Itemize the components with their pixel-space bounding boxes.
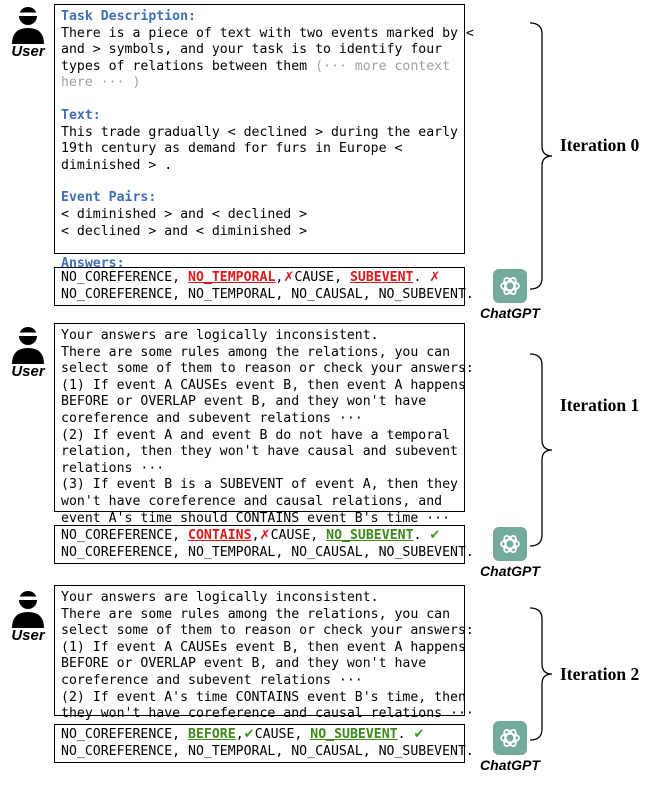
feedback-line: (1) If event A CAUSEs event B, then even… [61, 377, 466, 393]
chatgpt-label: ChatGPT [480, 563, 540, 579]
prompt-box-1: Your answers are logically inconsistent.… [54, 323, 474, 526]
answer-box-0: NO_COREFERENCE, NO_TEMPORAL,✗CAUSE, SUBE… [54, 267, 474, 306]
chatgpt-label: ChatGPT [480, 305, 540, 321]
feedback-line: relations ··· [61, 460, 165, 476]
iteration-brace-2 [529, 607, 553, 741]
answer-box-1: NO_COREFERENCE, CONTAINS,✗CAUSE, NO_SUBE… [54, 525, 474, 564]
text-line: This trade gradually < declined > during… [61, 124, 458, 140]
prompt-box-0: Task Description: There is a piece of te… [54, 4, 474, 271]
chatgpt-logo-icon [493, 721, 527, 755]
chatgpt-avatar-1: ChatGPT [478, 527, 542, 579]
task-line: There is a piece of text with two events… [61, 25, 474, 41]
chatgpt-logo-icon [493, 269, 527, 303]
wrong-answer: NO_TEMPORAL [188, 270, 276, 285]
answer-line-2: NO_COREFERENCE, NO_TEMPORAL, NO_CAUSAL, … [61, 743, 474, 759]
feedback-line: Your answers are logically inconsistent. [61, 328, 379, 343]
check-icon: ✔ [429, 528, 441, 543]
event-pairs-label: Event Pairs: [61, 190, 157, 206]
task-description-label: Task Description: [61, 9, 196, 24]
iteration-brace-0 [529, 22, 553, 290]
feedback-line: (2) If event A and event B do not have a… [61, 427, 451, 443]
chatgpt-avatar-0: ChatGPT [478, 269, 542, 321]
pair-line: < diminished > and < declined > [61, 206, 308, 222]
feedback-line: BEFORE or OVERLAP event B, and they won'… [61, 656, 427, 672]
feedback-line: coreference and subevent relations ··· [61, 672, 363, 688]
answer-line-1: NO_COREFERENCE, NO_TEMPORAL,✗CAUSE, SUBE… [61, 270, 441, 285]
feedback-line: There are some rules among the relations… [61, 606, 451, 622]
answer-box-2: NO_COREFERENCE, BEFORE,✔CAUSE, NO_SUBEVE… [54, 724, 474, 763]
wrong-answer: CONTAINS [188, 528, 252, 543]
text-label: Text: [61, 107, 101, 123]
user-icon [12, 7, 44, 44]
feedback-line: (3) If event B is a SUBEVENT of event A,… [61, 477, 458, 493]
answer-line-1: NO_COREFERENCE, BEFORE,✔CAUSE, NO_SUBEVE… [61, 727, 425, 742]
user-avatar-1: User [6, 326, 50, 380]
task-line: types of relations between them (··· mor… [61, 58, 451, 74]
feedback-line: select some of them to reason or check y… [61, 361, 474, 377]
more-context-2: here ··· ) [61, 75, 141, 91]
feedback-line: they won't have coreference and causal r… [61, 706, 474, 722]
correct-answer: BEFORE [188, 727, 236, 742]
prompt-box-2: Your answers are logically inconsistent.… [54, 585, 474, 721]
chatgpt-label: ChatGPT [480, 757, 540, 773]
user-icon [12, 327, 44, 364]
cross-icon: ✗ [283, 270, 295, 285]
user-label: User [11, 627, 45, 644]
text-line: diminished > . [61, 157, 173, 173]
iteration-label-2: Iteration 2 [560, 664, 640, 684]
user-icon [12, 591, 44, 628]
more-context: (··· more context [315, 58, 451, 74]
user-label: User [11, 43, 45, 60]
cross-icon: ✗ [259, 528, 271, 543]
feedback-line: Your answers are logically inconsistent. [61, 590, 379, 605]
feedback-line: BEFORE or OVERLAP event B, and they won'… [61, 394, 427, 410]
feedback-line: event A's time should CONTAINS event B's… [61, 510, 451, 526]
user-label: User [11, 363, 45, 380]
wrong-answer: SUBEVENT [349, 270, 414, 285]
feedback-line: select some of them to reason or check y… [61, 623, 474, 639]
correct-answer: NO_SUBEVENT [326, 528, 414, 543]
user-avatar-2: User [6, 590, 50, 644]
check-icon: ✔ [243, 727, 255, 742]
cross-icon: ✗ [429, 270, 441, 285]
feedback-line: (1) If event A CAUSEs event B, then even… [61, 639, 466, 655]
pair-line: < declined > and < diminished > [61, 223, 308, 239]
feedback-line: won't have coreference and causal relati… [61, 493, 443, 509]
iteration-label-1: Iteration 1 [560, 395, 640, 415]
feedback-line: There are some rules among the relations… [61, 344, 451, 360]
answer-line-2: NO_COREFERENCE, NO_TEMPORAL, NO_CAUSAL, … [61, 544, 474, 560]
feedback-line: coreference and subevent relations ··· [61, 410, 363, 426]
feedback-line: (2) If event A's time CONTAINS event B's… [61, 689, 466, 705]
chatgpt-logo-icon [493, 527, 527, 561]
check-icon: ✔ [413, 727, 425, 742]
answer-line-1: NO_COREFERENCE, CONTAINS,✗CAUSE, NO_SUBE… [61, 528, 441, 543]
task-line: and > symbols, and your task is to ident… [61, 42, 443, 58]
iteration-label-0: Iteration 0 [560, 135, 640, 155]
user-avatar-0: User [6, 6, 50, 60]
iteration-brace-1 [529, 353, 553, 547]
feedback-line: relation, then they won't have causal an… [61, 444, 458, 460]
text-line: 19th century as demand for furs in Europ… [61, 141, 403, 157]
chatgpt-avatar-2: ChatGPT [478, 721, 542, 773]
correct-answer: NO_SUBEVENT [310, 727, 398, 742]
answer-line-2: NO_COREFERENCE, NO_TEMPORAL, NO_CAUSAL, … [61, 286, 474, 302]
